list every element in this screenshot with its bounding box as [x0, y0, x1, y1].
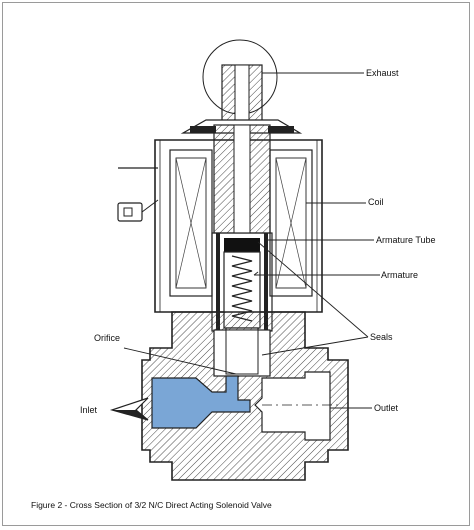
coil-left [169, 149, 213, 297]
label-coil: Coil [368, 197, 384, 207]
label-outlet: Outlet [374, 403, 399, 413]
coil-right [269, 149, 313, 297]
leader-seals-2 [261, 336, 369, 356]
leader-orifice [123, 347, 237, 375]
inlet-arrow [109, 397, 149, 421]
label-armature: Armature [381, 270, 419, 280]
label-orifice: Orifice [94, 333, 121, 343]
electrical-terminal [117, 167, 159, 222]
label-seals: Seals [370, 332, 393, 342]
figure-caption: Figure 2 - Cross Section of 3/2 N/C Dire… [31, 500, 272, 510]
inlet-flow-passage [151, 375, 251, 429]
valve-body [141, 311, 349, 481]
label-exhaust: Exhaust [366, 68, 399, 78]
armature-tube-body [211, 124, 273, 332]
label-armature-tube: Armature Tube [376, 235, 436, 245]
leader-seals-1 [257, 241, 369, 338]
leader-lines [123, 72, 380, 409]
label-inlet: Inlet [80, 405, 98, 415]
